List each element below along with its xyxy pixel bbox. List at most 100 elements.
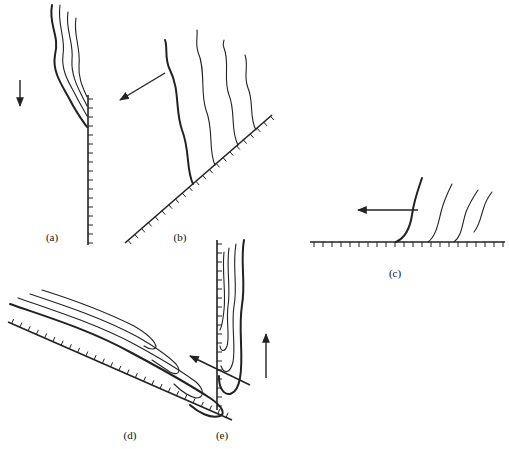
- plate-tick: [88, 135, 93, 136]
- plate-tick: [148, 223, 151, 227]
- plate-tick: [168, 388, 170, 393]
- plate-tick: [88, 99, 93, 100]
- plate-tick: [36, 330, 38, 335]
- plate-tick: [135, 373, 137, 378]
- plate-tick: [217, 406, 222, 407]
- plume-line: [428, 184, 452, 242]
- plate-tick: [193, 398, 195, 403]
- plate-tick: [94, 355, 96, 360]
- plate-tick: [217, 262, 222, 263]
- plate-tick: [386, 242, 387, 247]
- plume-line: [474, 192, 492, 232]
- plate-tick: [196, 181, 199, 185]
- plate-tick: [88, 198, 93, 199]
- plate-tick: [78, 348, 80, 353]
- plate-tick: [217, 244, 222, 245]
- plate-tick: [176, 199, 179, 203]
- plate-tick: [210, 406, 212, 411]
- plate-tick: [216, 164, 219, 168]
- plume-line: [219, 240, 244, 394]
- plate-tick: [88, 153, 93, 154]
- plate-tick: [28, 326, 30, 331]
- plate-tick: [160, 384, 162, 389]
- plate-tick: [257, 128, 260, 132]
- plate-tick: [332, 242, 333, 247]
- plate-tick: [88, 108, 93, 109]
- panel-label: (d): [124, 430, 137, 441]
- plate-tick: [127, 370, 129, 375]
- panel-a: [20, 5, 93, 245]
- panel-d: [8, 290, 250, 420]
- plate-tick: [217, 370, 222, 371]
- plate-tick: [142, 229, 145, 233]
- plume-line: [59, 5, 87, 116]
- plume-line: [220, 252, 225, 330]
- plate-tick: [135, 234, 138, 238]
- flow-arrow: [120, 73, 165, 100]
- plate-tick: [217, 289, 222, 290]
- plate-tick: [45, 333, 47, 338]
- panel-label: (a): [46, 232, 58, 243]
- plate-tick: [209, 169, 212, 173]
- plate-tick: [189, 187, 192, 191]
- plate-tick: [86, 351, 88, 356]
- plate-tick: [422, 242, 423, 247]
- plate-tick: [458, 242, 459, 247]
- plate-tick: [467, 242, 468, 247]
- plate-tick: [88, 180, 93, 181]
- plate-tick: [12, 319, 14, 324]
- plume-line: [165, 40, 193, 184]
- plate-tick: [69, 344, 71, 349]
- panel-label: (c): [389, 268, 401, 279]
- plate-tick: [217, 397, 222, 398]
- plate-tick: [359, 242, 360, 247]
- plate-tick: [431, 242, 432, 247]
- plate-tick: [102, 359, 104, 364]
- plate-tick: [217, 280, 222, 281]
- plate-tick: [169, 205, 172, 209]
- plate-tick: [201, 402, 203, 407]
- plate-tick: [152, 380, 154, 385]
- plume-line: [67, 12, 87, 106]
- plate-tick: [182, 193, 185, 197]
- plate-tick: [88, 225, 93, 226]
- panel-e: [217, 240, 266, 410]
- plate-tick: [88, 243, 93, 244]
- plate-tick: [217, 271, 222, 272]
- plate-tick: [88, 162, 93, 163]
- plate-tick: [217, 343, 222, 344]
- plate-tick: [449, 242, 450, 247]
- plate-tick: [230, 152, 233, 156]
- plume-line: [220, 248, 229, 351]
- plate-tick: [250, 134, 253, 138]
- plate-tick: [217, 298, 222, 299]
- plate-tick: [162, 211, 165, 215]
- plate-tick: [88, 171, 93, 172]
- plate-tick: [119, 366, 121, 371]
- plate-tick: [217, 307, 222, 308]
- plate-tick: [88, 207, 93, 208]
- plate-tick: [223, 158, 226, 162]
- plume-line: [223, 40, 238, 145]
- panel-label: (b): [174, 232, 187, 243]
- plate-tick: [368, 242, 369, 247]
- panel-b: [120, 30, 274, 244]
- plate-tick: [413, 242, 414, 247]
- plate-tick: [88, 144, 93, 145]
- plate-tick: [217, 253, 222, 254]
- plate-tick: [217, 316, 222, 317]
- plate-tick: [237, 146, 240, 150]
- plate-tick: [217, 352, 222, 353]
- plate-tick: [440, 242, 441, 247]
- plate-tick: [323, 242, 324, 247]
- plate-tick: [61, 341, 63, 346]
- plate-tick: [88, 117, 93, 118]
- plate-tick: [20, 323, 22, 328]
- plume-line: [18, 298, 202, 398]
- plate: [125, 115, 272, 243]
- plate-tick: [485, 242, 486, 247]
- plate-tick: [155, 217, 158, 221]
- plate-tick: [350, 242, 351, 247]
- plate-tick: [314, 242, 315, 247]
